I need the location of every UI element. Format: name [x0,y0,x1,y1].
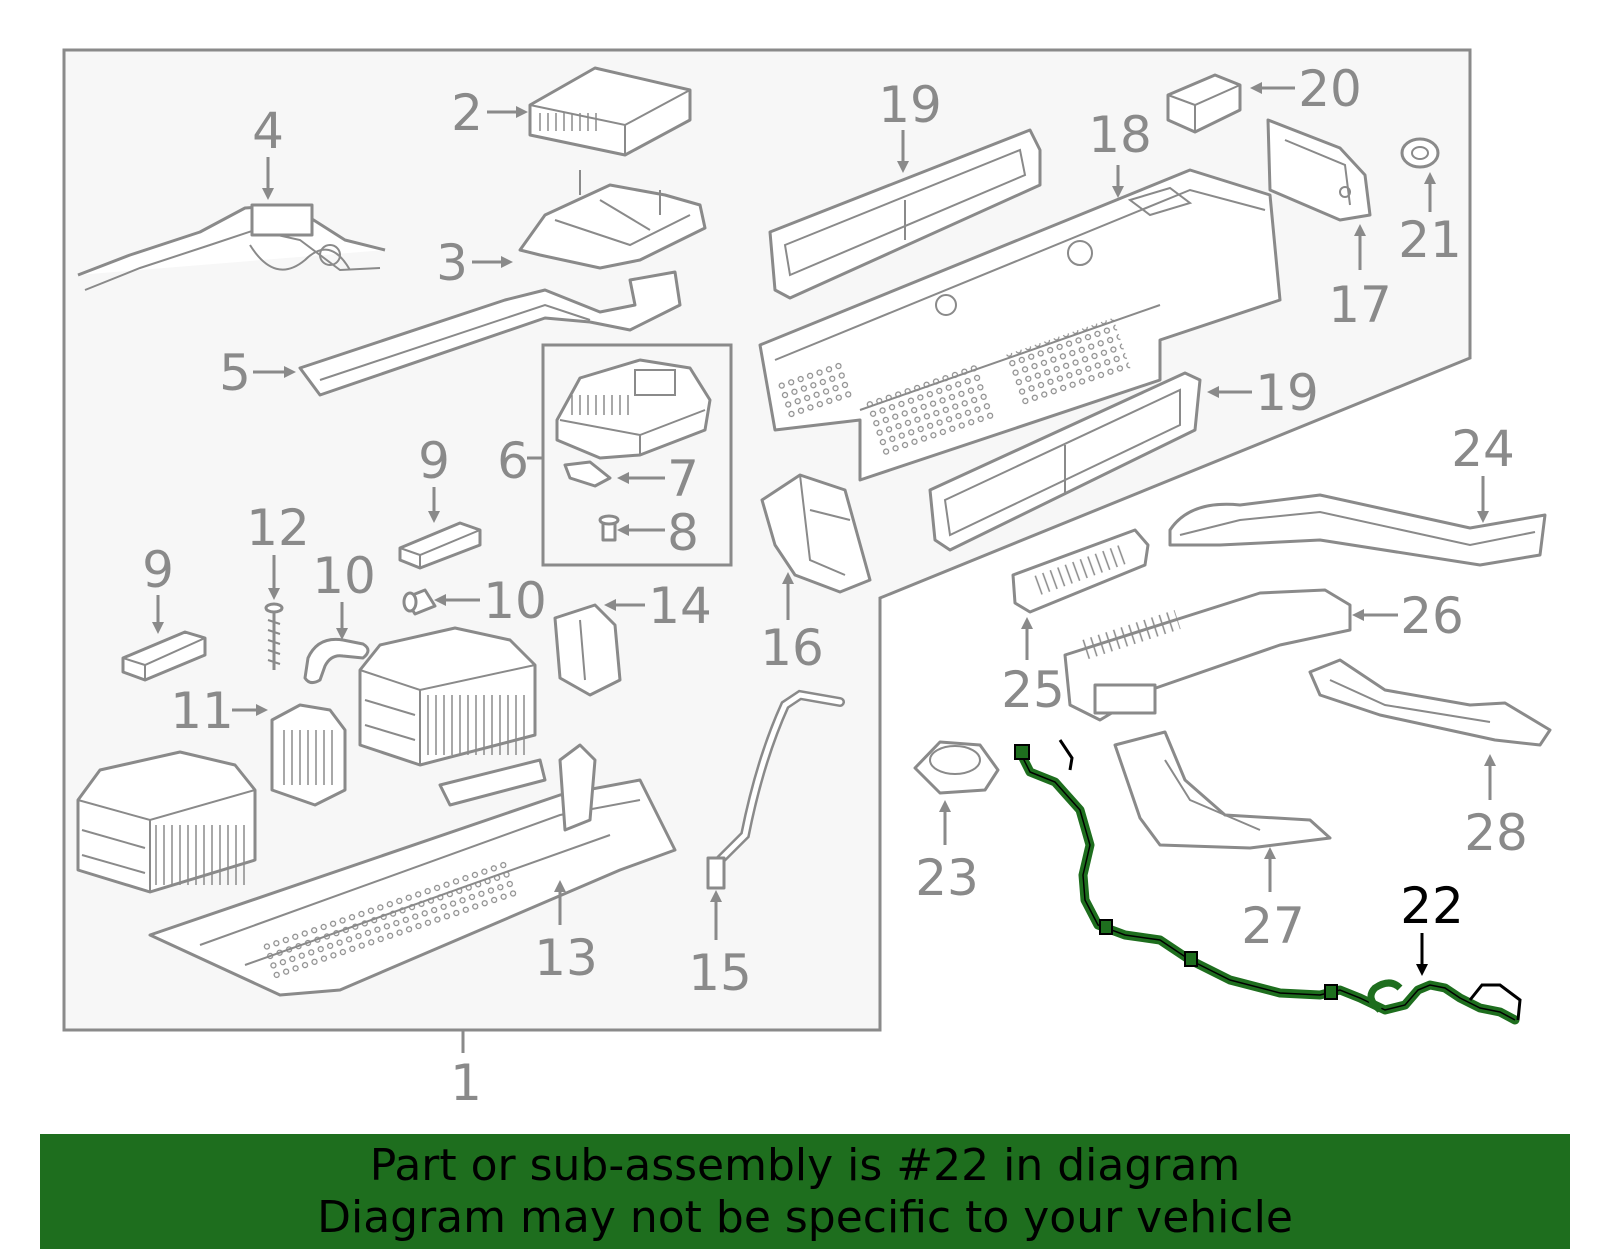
part-11-module[interactable] [270,703,347,807]
part-18-frame[interactable] [758,168,1282,482]
part-22-harness-highlighted[interactable] [1014,739,1522,1025]
info-banner: Part or sub-assembly is #22 in diagram D… [40,1134,1570,1249]
callout-23: 23 [915,849,979,907]
part-15-hose[interactable] [706,689,845,890]
part-17-bracket[interactable] [1266,118,1372,222]
part-4-harness[interactable] [77,203,386,291]
callout-25: 25 [1001,661,1065,719]
callout-28: 28 [1464,804,1528,862]
callout-18: 18 [1088,106,1152,164]
part-12-bolt[interactable] [264,602,284,670]
battery-module-lower[interactable] [76,750,257,894]
callout-labels: 1 2 3 4 5 6 7 8 9 9 10 10 11 12 13 14 15… [142,60,1528,1112]
callout-21: 21 [1398,211,1462,269]
part-7-clip[interactable] [563,460,612,488]
callout-17: 17 [1328,276,1392,334]
callout-7: 7 [667,450,699,508]
callout-22: 22 [1400,877,1464,935]
callout-4: 4 [252,102,284,160]
part-3-bracket[interactable] [518,170,707,270]
callout-5: 5 [219,344,251,402]
part-16-bracket[interactable] [760,473,872,594]
callout-2: 2 [451,84,483,142]
part-9-fuse-upper[interactable] [398,521,482,570]
callout-27: 27 [1241,897,1305,955]
callout-20: 20 [1298,60,1362,118]
part-27-duct[interactable] [1113,730,1332,850]
callout-9b: 9 [142,541,174,599]
callout-10a: 10 [483,572,547,630]
callout-10b: 10 [312,547,376,605]
subgroup-box [541,343,733,567]
callout-8: 8 [667,504,699,562]
part-6-junction[interactable] [555,358,712,460]
callout-26: 26 [1400,587,1464,645]
banner-line-part: Part or sub-assembly is #22 in diagram [369,1139,1241,1191]
part-19-upper-duct[interactable] [768,128,1042,300]
battery-module-upper[interactable] [358,626,537,767]
part-19-lower-duct[interactable] [928,371,1202,552]
part-25-grille[interactable] [1011,528,1150,614]
callout-11: 11 [170,682,234,740]
part-13-tray[interactable] [148,743,677,997]
leader-arrows [152,82,1496,1053]
part-5-rail[interactable] [298,270,682,397]
callout-13: 13 [534,929,598,987]
part-10-hose[interactable] [303,637,370,685]
callout-16: 16 [760,619,824,677]
part-28-duct[interactable] [1308,658,1552,747]
banner-line-disclaimer: Diagram may not be specific to your vehi… [317,1191,1293,1243]
part-23-fan[interactable] [913,740,1000,795]
part-9-fuse-lower[interactable] [121,630,207,682]
callout-1: 1 [450,1054,482,1112]
part-21-grommet[interactable] [1400,137,1440,169]
part-10-cap-upper[interactable] [402,588,437,616]
part-24-duct[interactable] [1168,493,1547,567]
callout-14: 14 [648,577,712,635]
callout-15: 15 [688,944,752,1002]
callout-6: 6 [497,432,529,490]
callout-19a: 19 [878,76,942,134]
callout-24: 24 [1451,420,1515,478]
part-26-duct[interactable] [1063,588,1352,722]
callout-9a: 9 [418,432,450,490]
callout-12: 12 [246,499,310,557]
part-20-clip[interactable] [1166,73,1242,134]
callout-19b: 19 [1255,364,1319,422]
part-14-bracket[interactable] [553,603,622,697]
part-2-module[interactable] [528,66,692,157]
callout-3: 3 [436,234,468,292]
part-8-bolt[interactable] [598,514,620,542]
